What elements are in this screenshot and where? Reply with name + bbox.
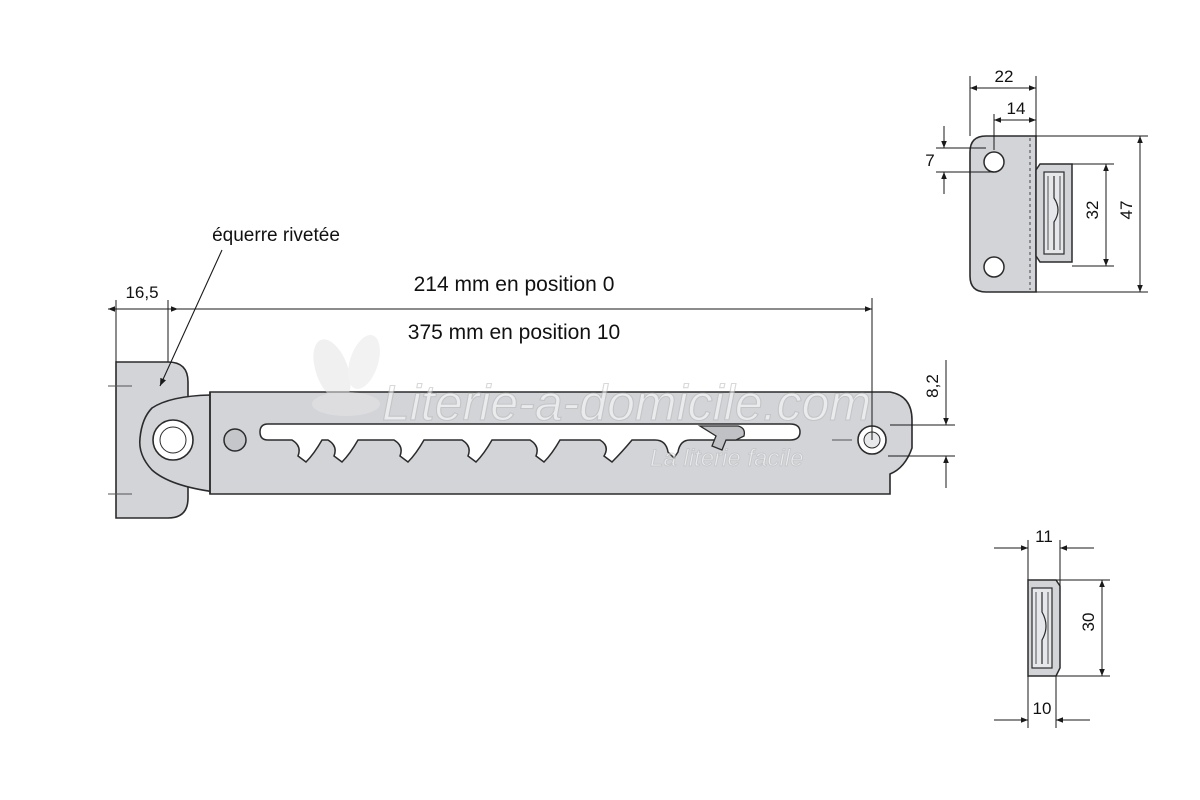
riveted-bracket-label: équerre rivetée: [212, 225, 340, 246]
clip-view: 11 30 10: [994, 527, 1110, 728]
dimension-main-length: 214 mm en position 0 375 mm en position …: [168, 273, 873, 440]
hole-offset-label: 8,2: [923, 374, 942, 398]
end-hole-top: [983, 151, 1005, 173]
rivet: [223, 428, 247, 452]
end-hole-spacing-label: 32: [1083, 201, 1102, 220]
locking-latch: [697, 425, 746, 451]
notched-slot: [259, 423, 801, 463]
dimension-bracket-offset: 16,5: [108, 283, 178, 362]
clip-base-label: 10: [1033, 699, 1052, 718]
bracket-offset-label: 16,5: [125, 283, 158, 302]
length-position-10-label: 375 mm en position 10: [408, 321, 620, 344]
clip-height-label: 30: [1079, 613, 1098, 632]
watermark-tagline: La literie facile: [650, 445, 803, 472]
watermark: Literie-a-domicile.com La literie facile: [312, 335, 872, 472]
length-position-0-label: 214 mm en position 0: [414, 273, 615, 296]
watermark-main: Literie-a-domicile.com: [382, 375, 871, 431]
end-plate: [969, 135, 1037, 293]
watermark-logo-icon: [312, 335, 380, 416]
end-hole-bottom: [983, 256, 1005, 278]
riveted-bracket-callout: équerre rivetée: [159, 225, 340, 387]
end-width-label: 22: [995, 67, 1014, 86]
end-view: 22 14 7 32 47: [925, 67, 1148, 293]
main-arm-view: [108, 361, 913, 519]
adjustable-arm: [209, 391, 913, 495]
end-height-label: 47: [1117, 201, 1136, 220]
clip-width-label: 11: [1035, 527, 1053, 546]
end-inner-label: 14: [1007, 99, 1026, 118]
dimension-hole-offset: 8,2: [888, 360, 955, 488]
end-hole-top-label: 7: [925, 151, 934, 170]
pivot-hole: [152, 419, 194, 461]
